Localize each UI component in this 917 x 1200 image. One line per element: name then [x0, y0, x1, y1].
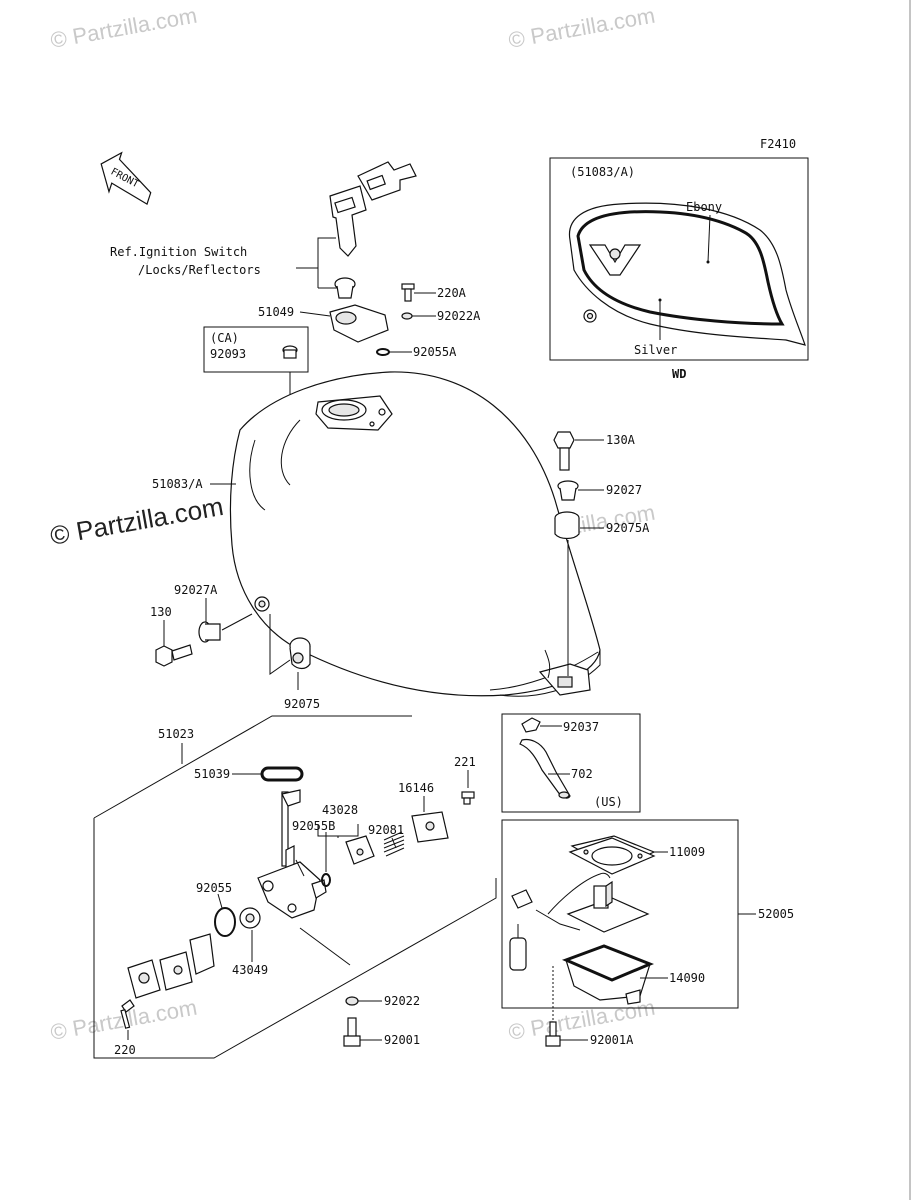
spring-92081-icon: [383, 831, 405, 857]
fuel-sender-icon: [509, 872, 650, 971]
kit-51023-box: [93, 818, 497, 1059]
lock-plug-icon: [334, 277, 356, 299]
label-11009: 11009: [669, 845, 705, 859]
oring-92055B-icon: [321, 873, 331, 887]
watermark-mid-left: © Partzilla.com: [48, 491, 226, 551]
label-92037: 92037: [563, 720, 599, 734]
lever-plate-icon: [127, 933, 215, 999]
oring-92055-icon: [214, 907, 236, 937]
grommet-92093-icon: [282, 345, 298, 359]
label-43028: 43028: [322, 803, 358, 817]
label-51039: 51039: [194, 767, 230, 781]
watermark-top-right: © Partzilla.com: [507, 3, 657, 53]
label-92081: 92081: [368, 823, 404, 837]
us-box: [501, 713, 641, 813]
label-221: 221: [454, 755, 476, 769]
label-51023: 51023: [158, 727, 194, 741]
screw-220A-icon: [401, 283, 415, 302]
watermark-top-left: © Partzilla.com: [49, 3, 199, 53]
damper-92075A-icon: [554, 511, 580, 540]
ca-part-92093: 92093: [210, 347, 246, 361]
label-220: 220: [114, 1043, 136, 1057]
ref-note-line2: /Locks/Reflectors: [138, 263, 261, 277]
label-51083A: 51083/A: [152, 477, 203, 491]
label-14090: 14090: [669, 971, 705, 985]
damper-92075-icon: [289, 637, 311, 670]
bracket-14090-icon: [561, 944, 654, 1005]
wd-color-silver: Silver: [634, 343, 677, 357]
fuel-cap-51049-icon: [329, 304, 389, 343]
label-92055A: 92055A: [413, 345, 457, 359]
wd-color-ebony: Ebony: [686, 200, 722, 214]
diaphragm-plate-43028-icon: [345, 835, 375, 865]
label-92022: 92022: [384, 994, 420, 1008]
label-16146: 16146: [398, 781, 434, 795]
wd-tank-side-icon: [568, 202, 806, 346]
label-52005: 52005: [758, 907, 794, 921]
wd-inset-part: (51083/A): [570, 165, 635, 179]
ref-note-line1: Ref.Ignition Switch: [110, 245, 247, 259]
collar-92027A-icon: [198, 621, 221, 643]
ignition-key-icon: [329, 161, 417, 257]
gasket-51039-icon: [260, 766, 304, 782]
label-92027: 92027: [606, 483, 642, 497]
washer-92022A-icon: [401, 312, 413, 320]
clip-92037-icon: [521, 717, 541, 733]
screw-221-icon: [461, 791, 475, 805]
cover-16146-icon: [411, 811, 449, 843]
gasket-11009-icon: [568, 835, 656, 875]
bolt-130-icon: [155, 644, 193, 667]
label-92075: 92075: [284, 697, 320, 711]
label-92001A: 92001A: [590, 1033, 634, 1047]
bolt-130A-icon: [553, 431, 575, 471]
wd-inset-box: [549, 157, 809, 361]
wd-caption: WD: [672, 367, 686, 381]
ca-box: [203, 326, 309, 373]
oring-92055A-icon: [376, 348, 390, 356]
washer-92022-icon: [345, 996, 359, 1006]
bolt-92001-icon: [343, 1017, 361, 1047]
fuel-tank-51083A: [229, 371, 601, 697]
ca-region: (CA): [210, 331, 239, 345]
collar-92027-icon: [557, 480, 579, 501]
label-92055: 92055: [196, 881, 232, 895]
label-92075A: 92075A: [606, 521, 650, 535]
bolt-92001A-icon: [545, 1021, 561, 1047]
us-region: (US): [594, 795, 623, 809]
screw-220-icon: [120, 999, 135, 1029]
label-702: 702: [571, 767, 593, 781]
label-92001: 92001: [384, 1033, 420, 1047]
label-130A: 130A: [606, 433, 636, 447]
label-130: 130: [150, 605, 172, 619]
fuel-cock-body-icon: [257, 789, 327, 919]
label-220A: 220A: [437, 286, 467, 300]
hose-702-icon: [519, 738, 571, 799]
label-43049: 43049: [232, 963, 268, 977]
figure-id: F2410: [760, 137, 796, 151]
label-92055B: 92055B: [292, 819, 335, 833]
lever-43049-icon: [239, 907, 261, 929]
front-arrow-icon: FRONT: [100, 151, 152, 205]
label-92022A: 92022A: [437, 309, 481, 323]
label-92027A: 92027A: [174, 583, 218, 597]
label-51049: 51049: [258, 305, 294, 319]
